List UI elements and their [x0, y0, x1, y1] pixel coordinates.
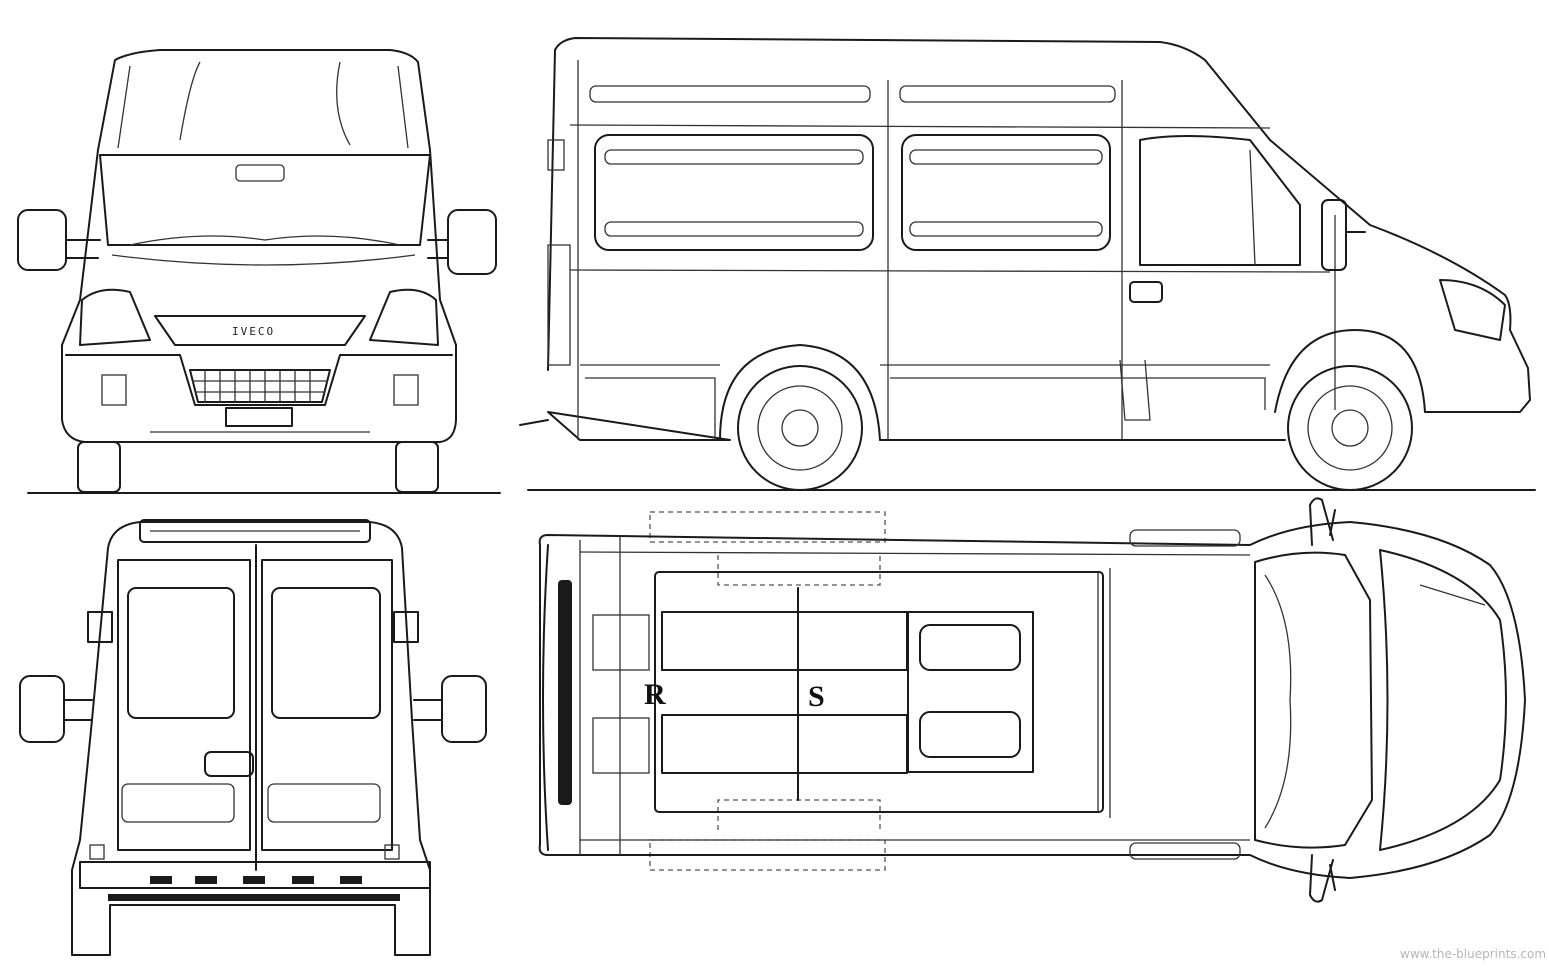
cab-window	[1139, 135, 1301, 266]
rear-wheel	[737, 365, 863, 491]
rear-right-upper-light	[393, 611, 419, 643]
watermark: www.the-blueprints.com	[1400, 947, 1546, 961]
roof-hatch-frame	[907, 611, 1034, 773]
side-headlight	[1439, 279, 1506, 341]
side-window-middle	[901, 134, 1111, 251]
front-wipers	[129, 235, 401, 246]
rear-bumper	[79, 861, 431, 889]
rear-left-mirror	[19, 675, 93, 743]
front-windshield	[99, 154, 431, 246]
front-body-outline	[61, 149, 457, 443]
side-mirror	[1321, 199, 1366, 271]
front-roof-outline	[97, 49, 431, 151]
top-hood	[1379, 549, 1507, 851]
rear-marker-light	[547, 139, 565, 171]
rear-left-upper-light	[87, 611, 113, 643]
front-license-plate	[225, 407, 293, 427]
side-body-outline	[547, 37, 1531, 441]
sliding-door-handle	[1129, 281, 1163, 303]
lower-grille	[189, 369, 331, 403]
right-headlight	[369, 288, 439, 346]
upper-grille	[154, 315, 366, 346]
rear-step	[108, 894, 400, 901]
label-r: R	[644, 678, 666, 711]
top-mirror-upper	[1309, 497, 1336, 546]
roof-strip-2	[899, 85, 1116, 103]
open-door-outline-top	[649, 511, 886, 543]
rear-right-door	[261, 559, 393, 851]
roof-panel	[654, 571, 1104, 813]
front-left-mirror	[17, 209, 101, 271]
front-wheel-arch	[1274, 329, 1426, 413]
side-window-rear	[594, 134, 874, 251]
front-bumper	[65, 354, 453, 406]
front-wheel	[1287, 365, 1413, 491]
top-view: S R	[538, 497, 1526, 903]
front-view: IVECO	[17, 49, 501, 494]
rear-right-mirror	[413, 675, 487, 743]
rear-light-cluster	[547, 244, 571, 366]
side-view	[519, 37, 1536, 491]
rear-bumper-pads	[150, 876, 362, 884]
top-mirror-lower	[1309, 854, 1336, 903]
front-right-tyre	[395, 441, 439, 493]
top-rear-bumper	[558, 580, 572, 805]
top-body-outline	[538, 521, 1526, 879]
front-right-mirror	[427, 209, 497, 275]
rear-view-mirror	[235, 164, 285, 182]
rear-roof-light-bar	[139, 519, 371, 543]
roof-rib-upper	[661, 611, 908, 671]
rear-left-door	[117, 559, 251, 851]
rear-door-handle	[204, 751, 254, 777]
rear-body-outline	[71, 521, 431, 956]
roof-strip-1	[589, 85, 871, 103]
right-fog-light	[393, 374, 419, 406]
roof-hatch-rear	[919, 711, 1021, 758]
label-s: S	[808, 680, 825, 713]
iveco-badge: IVECO	[232, 325, 275, 338]
rear-right-window	[271, 587, 381, 719]
front-left-tyre	[77, 441, 121, 493]
roof-rib-lower	[661, 714, 908, 774]
roof-hatch-front	[919, 624, 1021, 671]
rear-view	[19, 519, 487, 956]
cab-roof	[1254, 551, 1373, 849]
left-fog-light	[101, 374, 127, 406]
rear-left-window	[127, 587, 235, 719]
left-headlight	[79, 288, 151, 346]
rear-wheel-arch	[719, 344, 881, 441]
